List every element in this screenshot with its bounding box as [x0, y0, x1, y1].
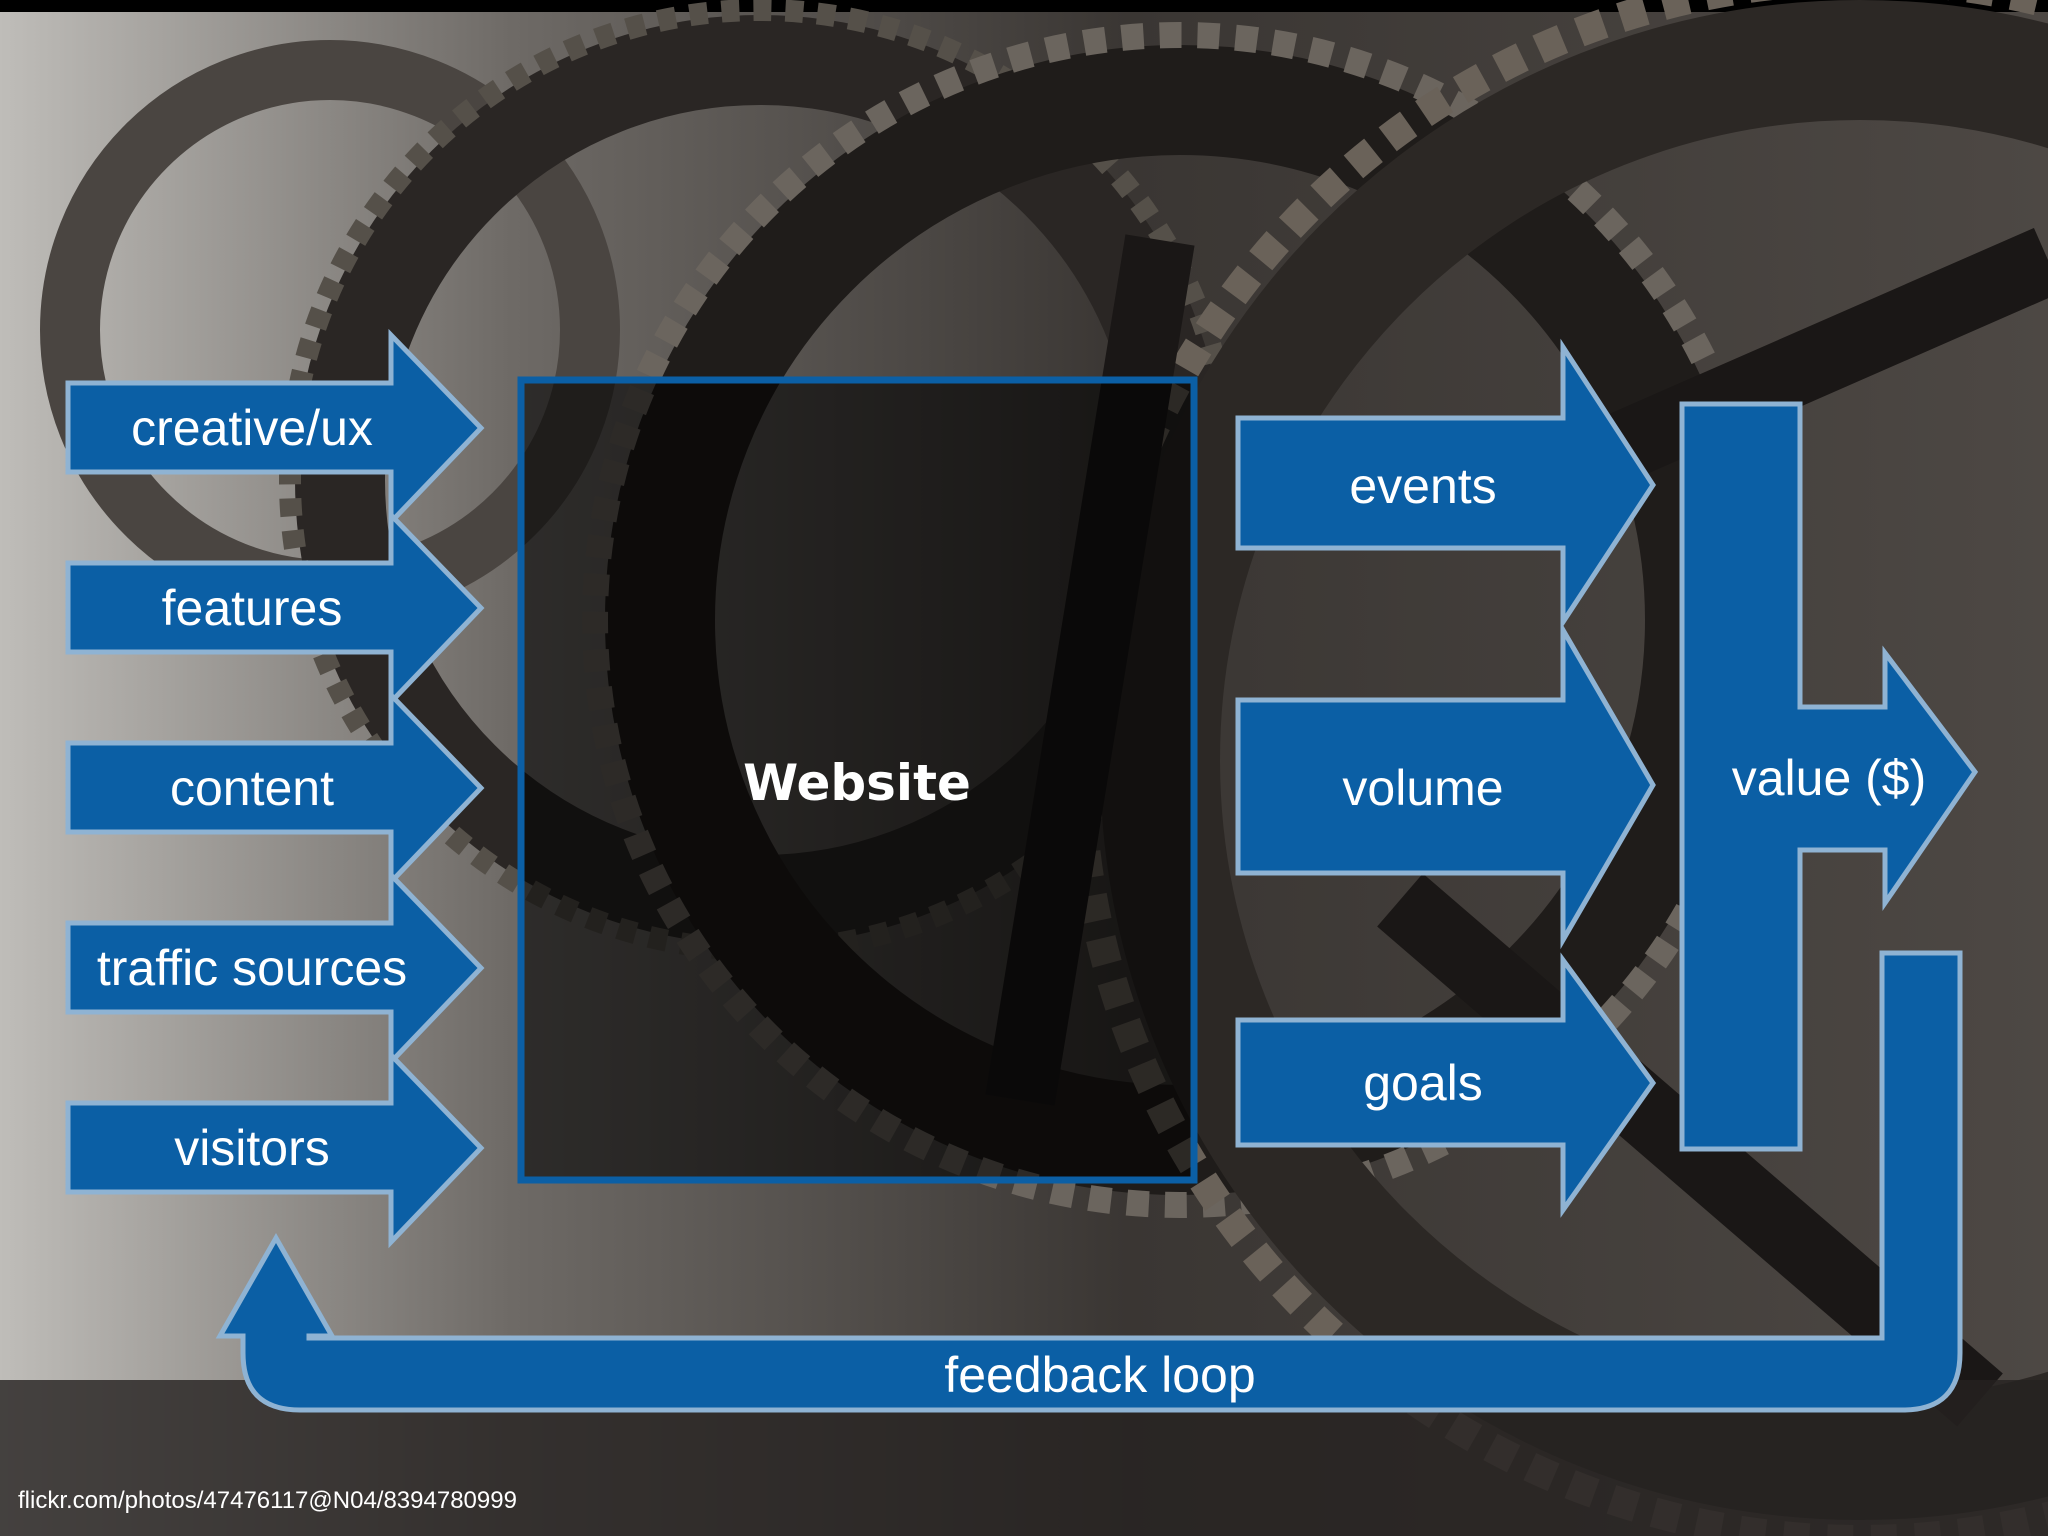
input-label-creative-ux: creative/ux [131, 400, 373, 456]
output-arrow-events [1235, 338, 1656, 631]
input-label-traffic-sources: traffic sources [97, 940, 407, 996]
feedback-loop-arrow [215, 950, 1963, 1413]
photo-credit: flickr.com/photos/47476117@N04/839478099… [18, 1487, 517, 1514]
output-arrow-volume [1235, 620, 1656, 950]
input-arrow-creative-ux [65, 328, 485, 529]
output-label-goals: goals [1363, 1055, 1483, 1111]
output-arrows [1235, 338, 1657, 1218]
output-arrow-goals [1235, 952, 1657, 1218]
feedback-loop-label: feedback loop [944, 1347, 1255, 1403]
input-arrow-traffic-sources [65, 868, 485, 1069]
output-label-events: events [1349, 458, 1496, 514]
website-box [517, 376, 1198, 1184]
input-label-visitors: visitors [174, 1120, 330, 1176]
input-label-content: content [170, 760, 334, 816]
input-label-features: features [162, 580, 343, 636]
input-arrow-content [65, 688, 485, 889]
value-label: value ($) [1732, 750, 1927, 806]
input-arrow-features [65, 508, 485, 709]
input-arrow-visitors [65, 1048, 485, 1249]
website-label: Website [743, 754, 971, 812]
input-arrows [65, 328, 485, 1249]
value-arrow [1679, 401, 1979, 1152]
output-label-volume: volume [1342, 760, 1503, 816]
